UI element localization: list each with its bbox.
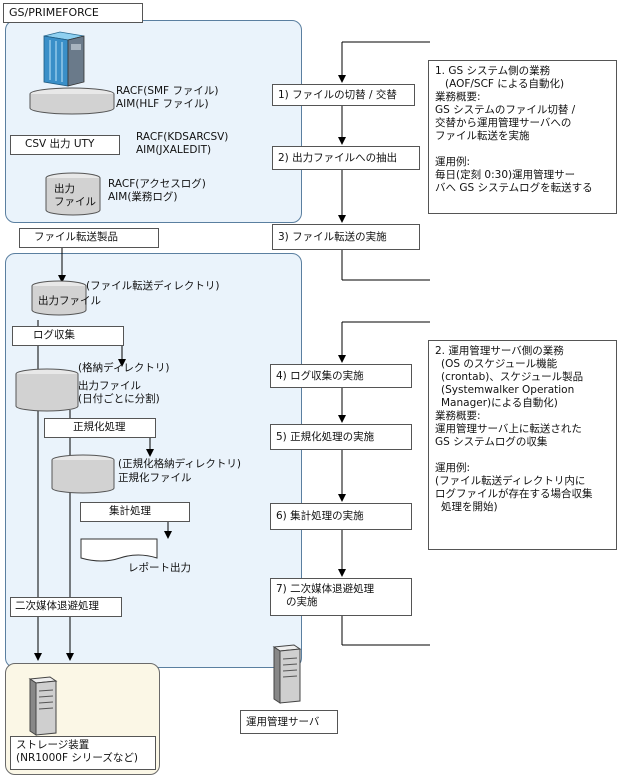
aggregate-box: 集計処理: [80, 502, 190, 522]
mainframe-title: GS/PRIMEFORCE: [3, 3, 143, 23]
step-4: 4) ログ収集の実施: [270, 364, 412, 388]
transfer-file-label: 出力ファイル: [38, 295, 101, 307]
note2-line: ログファイルが存在する場合収集: [435, 488, 593, 500]
normalize-box: 正規化処理: [44, 418, 156, 438]
csv-output-box: CSV 出力 UTY: [10, 135, 120, 155]
step-7: 7) 二次媒体退避処理 の実施: [270, 578, 412, 616]
storage-dir-label: (格納ディレクトリ): [78, 362, 170, 374]
note2-line: 処理を開始): [441, 501, 498, 513]
norm-dir-label: (正規化格納ディレクトリ): [118, 458, 241, 470]
note2-line: (ファイル転送ディレクトリ内に: [435, 475, 586, 487]
file-transfer-product: ファイル転送製品: [19, 228, 159, 248]
storage-dir-cylinder: [15, 368, 79, 412]
smf-label-1: RACF(SMF ファイル): [116, 85, 219, 97]
csv-label-2: AIM(JXALEDIT): [136, 144, 212, 156]
csv-label-1: RACF(KDSARCSV): [136, 131, 229, 143]
step-6: 6) 集計処理の実施: [270, 503, 412, 530]
note2-line: 運用例:: [435, 462, 471, 474]
storage-label-box: ストレージ装置 (NR1000F シリーズなど): [10, 736, 156, 770]
output-cyl-text-1: 出力: [54, 183, 75, 195]
mainframe-icon: [43, 31, 85, 87]
note2-line: [435, 449, 610, 462]
note2-line: 2. 運用管理サーバ側の業務: [435, 345, 564, 357]
note2-line: GS システムログの収集: [435, 436, 548, 448]
storage-label-2: (NR1000F シリーズなど): [16, 752, 138, 764]
note1-line: (AOF/SCF による自動化): [445, 78, 565, 90]
output-cyl-text-2: ファイル: [54, 196, 96, 208]
note1-line: バへ GS システムログを転送する: [435, 182, 593, 194]
transfer-dir-cylinder: [31, 280, 87, 316]
note2-line: (OS のスケジュール機能: [441, 358, 558, 370]
management-server-icon: [272, 644, 302, 704]
management-server-label: 運用管理サーバ: [240, 710, 338, 734]
transfer-dir-label: (ファイル転送ディレクトリ): [86, 280, 220, 292]
step-7-line-2: の実施: [286, 596, 318, 608]
note1-line: 交替から運用管理サーバへの: [435, 117, 572, 129]
note1-line: 運用例:: [435, 156, 471, 168]
step-5: 5) 正規化処理の実施: [270, 424, 412, 450]
output-cylinder: [45, 172, 101, 216]
step-7-line-1: 7) 二次媒体退避処理: [276, 583, 375, 595]
server-note-box: 2. 運用管理サーバ側の業務 (OS のスケジュール機能 (crontab)、ス…: [428, 340, 617, 550]
note2-line: Manager)による自動化): [441, 397, 558, 409]
report-label: レポート出力: [128, 562, 191, 574]
norm-file-label: 正規化ファイル: [118, 472, 192, 484]
storage-device-icon: [28, 676, 58, 736]
smf-disk-icon: [29, 87, 115, 115]
note1-line: 毎日(定刻 0:30)運用管理サー: [435, 169, 576, 181]
note1-line: [435, 143, 610, 156]
norm-dir-cylinder: [51, 454, 115, 494]
storage-file-label-2: (日付ごとに分割): [78, 393, 160, 405]
log-collect-box: ログ収集: [12, 326, 124, 346]
note2-line: 運用管理サーバ上に転送された: [435, 423, 582, 435]
note1-line: GS システムのファイル切替 /: [435, 104, 576, 116]
note2-line: (Systemwalker Operation: [441, 384, 575, 396]
note1-line: 業務概要:: [435, 91, 481, 103]
report-doc-icon: [80, 538, 158, 562]
output-label-1: RACF(アクセスログ): [108, 178, 206, 190]
note2-line: 業務概要:: [435, 410, 481, 422]
note1-line: 1. GS システム側の業務: [435, 65, 551, 77]
note2-line: (crontab)、スケジュール製品: [441, 371, 584, 383]
step-3: 3) ファイル転送の実施: [272, 224, 420, 250]
step-1: 1) ファイルの切替 / 交替: [272, 84, 415, 106]
output-label-2: AIM(業務ログ): [108, 191, 178, 203]
step-2: 2) 出力ファイルへの抽出: [272, 146, 420, 170]
note1-line: ファイル転送を実施: [435, 130, 530, 142]
storage-file-label-1: 出力ファイル: [78, 380, 141, 392]
storage-label-1: ストレージ装置: [16, 739, 90, 751]
gs-note-box: 1. GS システム側の業務 (AOF/SCF による自動化) 業務概要: GS…: [428, 60, 617, 214]
smf-label-2: AIM(HLF ファイル): [116, 98, 209, 110]
secondary-media-box: 二次媒体退避処理: [10, 597, 122, 617]
